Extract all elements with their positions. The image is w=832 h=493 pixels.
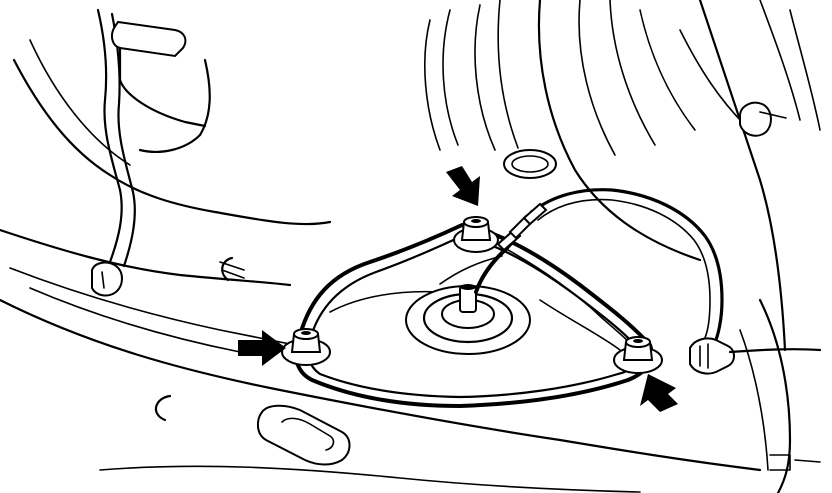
left-nut [281, 328, 331, 366]
wire-harness [439, 188, 822, 375]
slot-bracket [256, 404, 351, 466]
body-panel-lines [0, 8, 762, 493]
right-nut [613, 336, 663, 374]
arrow-right-nut [640, 374, 678, 412]
top-nut [453, 216, 499, 253]
arrow-top-nut [446, 166, 480, 206]
tower-ribs [424, 0, 821, 493]
arrow-left-nut [238, 330, 286, 366]
strut-center-bearing [405, 284, 531, 355]
